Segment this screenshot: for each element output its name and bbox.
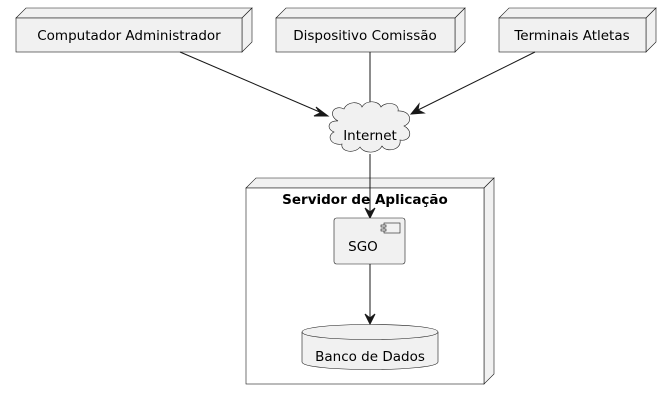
edge-admin-internet (179, 51, 330, 117)
node-label-athletes: Terminais Atletas (513, 28, 629, 44)
node-computador-administrador[interactable]: Computador Administrador (15, 7, 253, 53)
node-label-database: Banco de Dados (315, 349, 425, 365)
component-icon (380, 222, 401, 234)
node-label-internet: Internet (343, 128, 397, 144)
node-label-commission: Dispositivo Comissão (293, 28, 437, 44)
component-sgo[interactable]: SGO (333, 217, 406, 265)
node-terminais-atletas[interactable]: Terminais Atletas (498, 7, 657, 53)
node-label-admin: Computador Administrador (37, 28, 221, 44)
node-label-sgo: SGO (348, 239, 378, 255)
node-internet-cloud[interactable]: Internet (328, 101, 411, 153)
node-label-server: Servidor de Aplicação (282, 192, 448, 208)
edge-internet-sgo (364, 154, 376, 220)
edge-athletes-internet (409, 51, 536, 115)
edge-sgo-database (364, 264, 376, 326)
node-dispositivo-comissao[interactable]: Dispositivo Comissão (275, 7, 466, 53)
database-banco-de-dados[interactable]: Banco de Dados (301, 324, 439, 370)
